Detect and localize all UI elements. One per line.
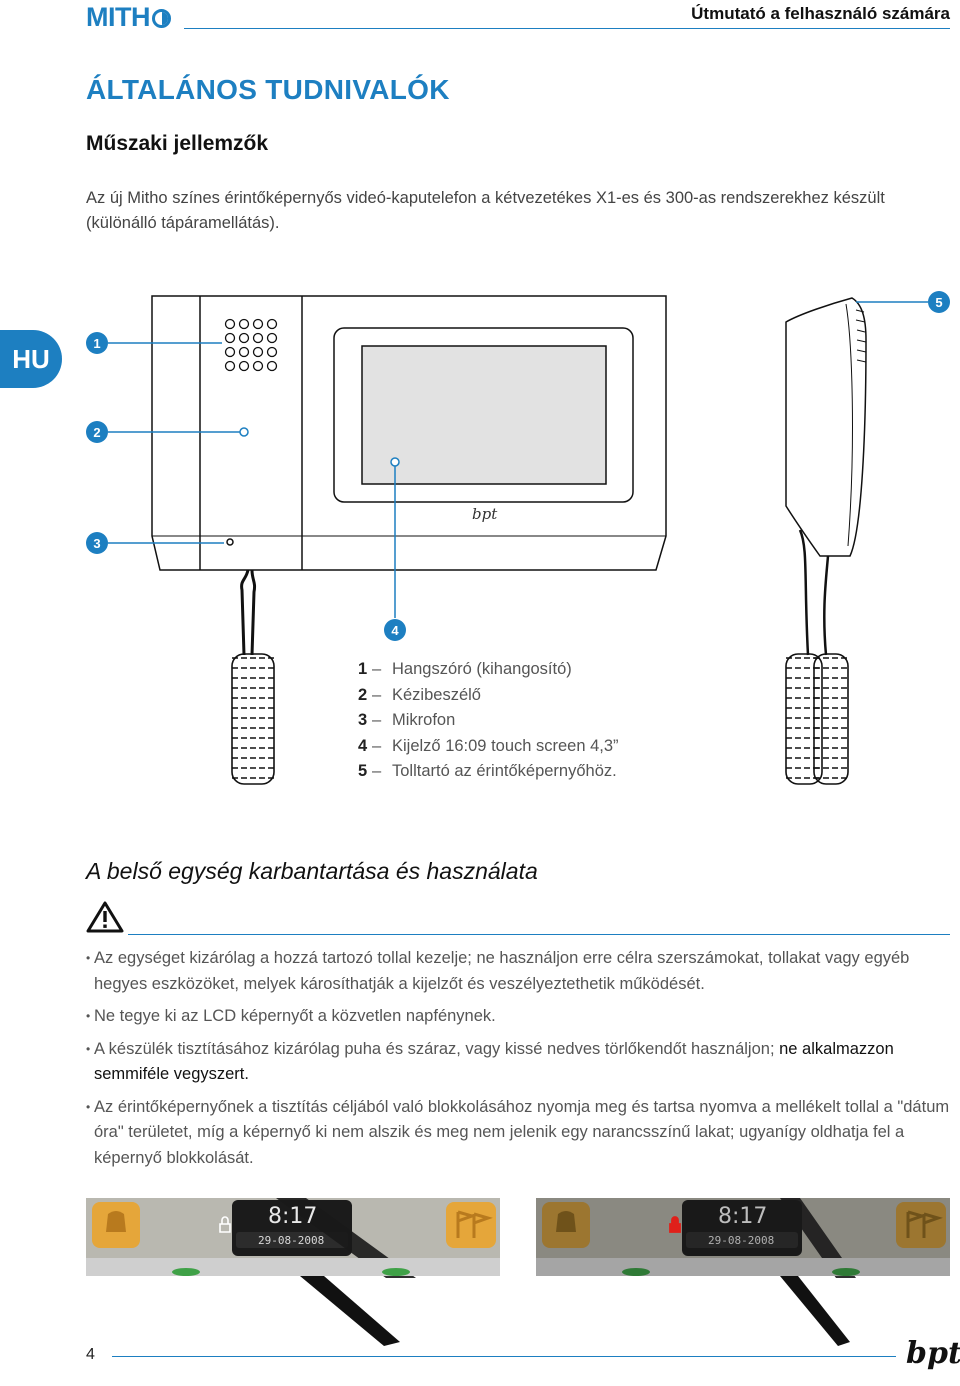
maintenance-list: Az egységet kizárólag a hozzá tartozó to… (86, 946, 952, 1178)
legend-item: 4–Kijelző 16:09 touch screen 4,3” (358, 736, 619, 755)
stylus-tail-1 (300, 1276, 400, 1346)
legend-item: 2–Kézibeszélő (358, 685, 481, 704)
callout-2: 2 (86, 421, 108, 443)
flags-icon (446, 1202, 496, 1248)
device-illustration (108, 295, 928, 785)
callout-5: 5 (928, 291, 950, 313)
language-tab: HU (0, 330, 62, 388)
screen-time-2: 8:17 (718, 1204, 768, 1229)
bpt-logo: bpt (906, 1336, 960, 1371)
page-number: 4 (86, 1346, 95, 1363)
footer-rule (112, 1356, 896, 1357)
screen-time-1: 8:17 (268, 1204, 318, 1229)
legend-item: 1–Hangszóró (kihangosító) (358, 660, 572, 678)
callout-4: 4 (384, 619, 406, 641)
screen-date-2: 29-08-2008 (708, 1234, 775, 1247)
list-item: Az egységet kizárólag a hozzá tartozó to… (86, 946, 952, 997)
flags-icon (896, 1202, 946, 1248)
mitho-logo: MITH (86, 2, 171, 33)
device-brand-mark: bpt (472, 505, 498, 523)
intro-paragraph: Az új Mitho színes érintőképernyős videó… (86, 189, 885, 232)
header-title: Útmutató a felhasználó számára (691, 4, 950, 23)
warning-icon (86, 901, 124, 933)
screen-photo-unlocked (86, 1198, 500, 1278)
stylus-tail-2 (780, 1276, 850, 1346)
list-item: Ne tegye ki az LCD képernyőt a közvetlen… (86, 1004, 952, 1030)
lock-icon (219, 1216, 231, 1233)
subsection-title: Műszaki jellemzők (86, 132, 269, 155)
callout-3: 3 (86, 532, 108, 554)
maintenance-title: A belső egység karbantartása és használa… (86, 858, 538, 884)
warning-rule (128, 934, 950, 935)
legend-item: 5–Tolltartó az érintőképernyőhöz. (358, 762, 617, 780)
list-item: Az érintőképernyőnek a tisztítás céljábó… (86, 1095, 952, 1172)
logo-o-mark (151, 9, 171, 28)
screen-photo-locked (536, 1198, 950, 1278)
list-item: A készülék tisztításához kizárólag puha … (86, 1037, 952, 1088)
section-title: ÁLTALÁNOS TUDNIVALÓK (86, 74, 450, 105)
lock-icon (669, 1216, 681, 1233)
header-rule (184, 28, 950, 29)
callout-1: 1 (86, 332, 108, 354)
legend-item: 3–Mikrofon (358, 711, 456, 729)
parts-legend: 1–Hangszóró (kihangosító) 2–Kézibeszélő … (358, 657, 619, 785)
screen-date-1: 29-08-2008 (258, 1234, 325, 1247)
